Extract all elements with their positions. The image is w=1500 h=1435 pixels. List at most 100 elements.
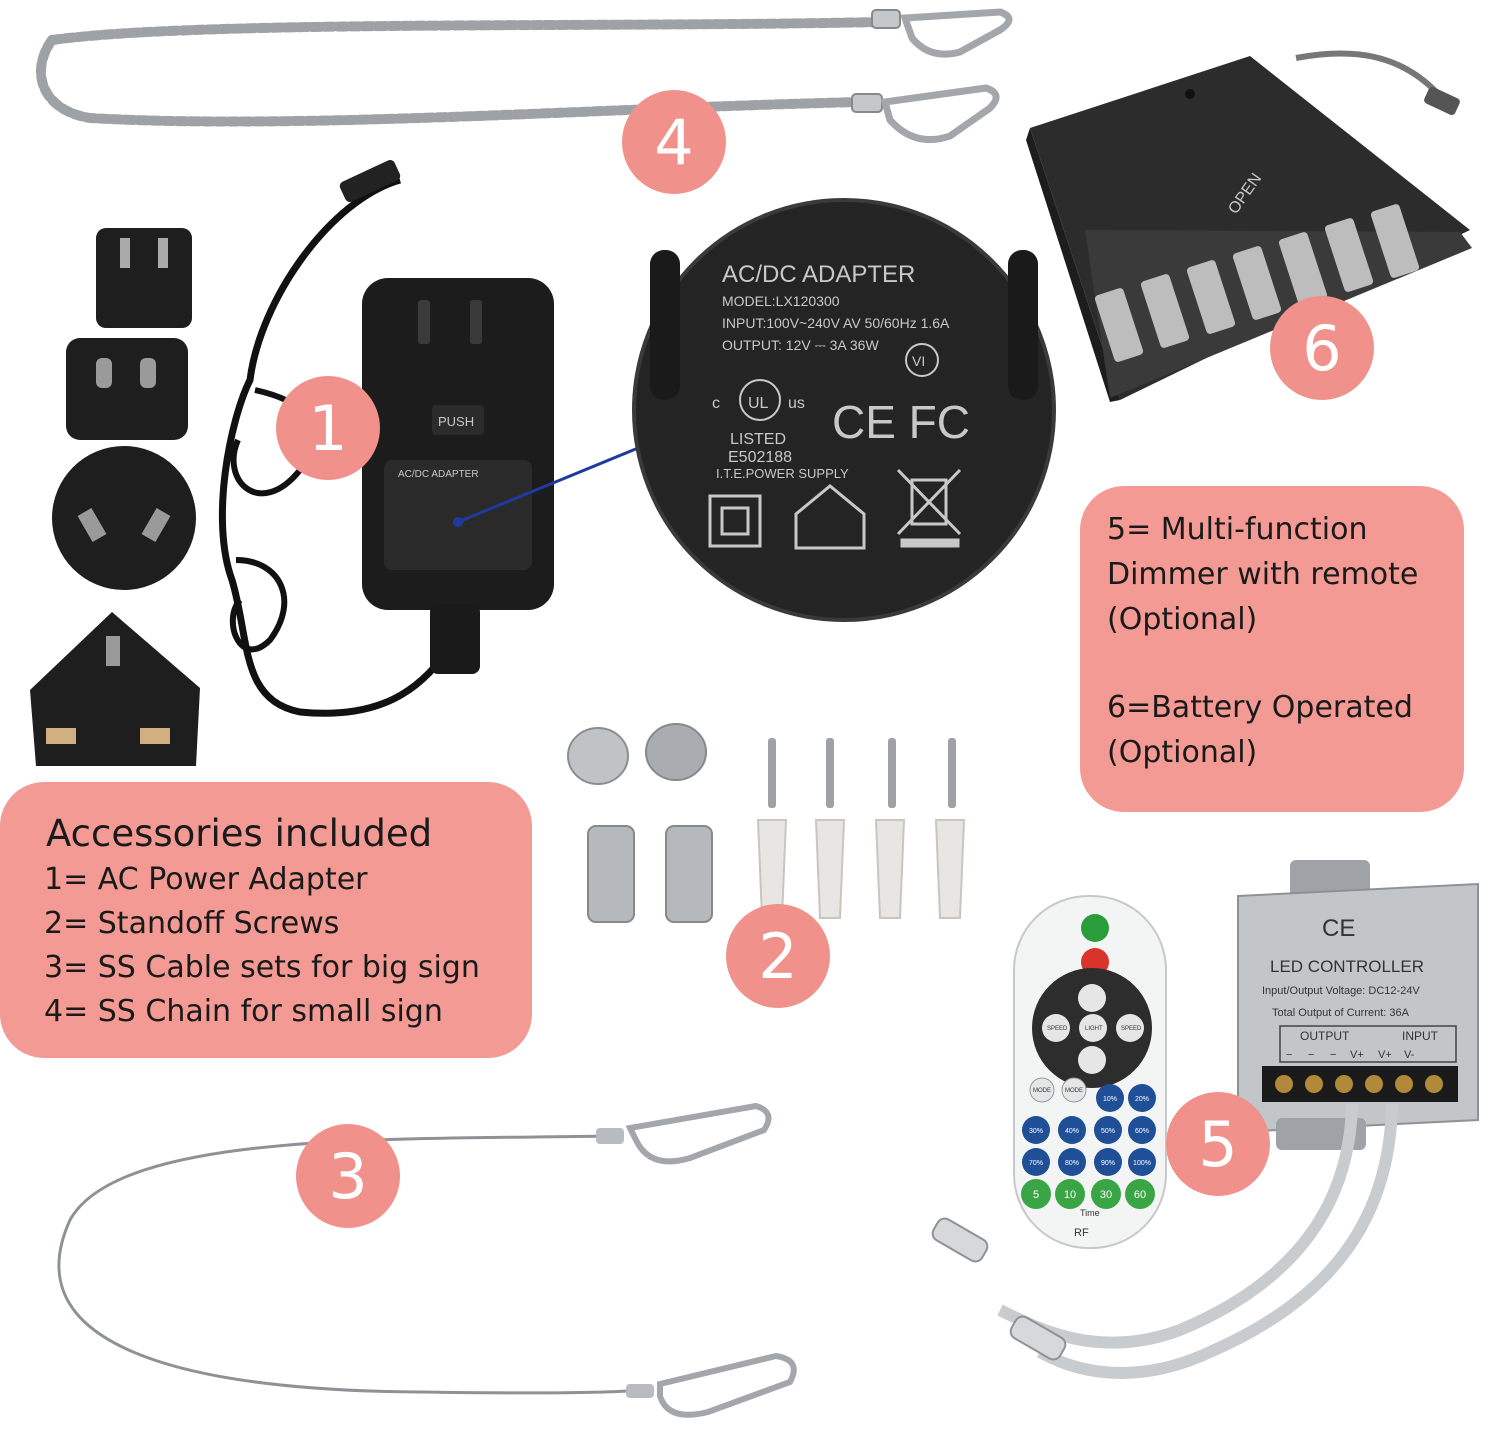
- percent-key-label: 50%: [1101, 1128, 1115, 1135]
- power-on-icon: [1081, 914, 1109, 942]
- terminal-label: V+: [1350, 1049, 1364, 1061]
- controller-voltage: Input/Output Voltage: DC12-24V: [1262, 985, 1420, 997]
- optional-line: (Optional): [1107, 735, 1258, 770]
- light-label: LIGHT: [1085, 1026, 1103, 1032]
- percent-key-label: 100%: [1133, 1160, 1151, 1167]
- terminal-label: V-: [1404, 1049, 1415, 1061]
- accessories-box: [0, 782, 532, 1058]
- percent-key-label: 90%: [1101, 1160, 1115, 1167]
- percent-key-label: 10%: [1103, 1096, 1117, 1103]
- label-vi: VI: [912, 353, 925, 369]
- label-title: AC/DC ADAPTER: [722, 261, 915, 288]
- carabiner-bottom: [851, 84, 1000, 144]
- percent-key-label: 30%: [1029, 1128, 1043, 1135]
- percent-key: [1128, 1084, 1156, 1112]
- speed-plus-label: SPEED: [1121, 1026, 1142, 1032]
- timer-key-label: 5: [1033, 1189, 1039, 1201]
- percent-key-label: 60%: [1135, 1128, 1149, 1135]
- timer-key-label: 60: [1134, 1189, 1146, 1201]
- uk-plug: [30, 612, 200, 766]
- percent-key: [1022, 1116, 1050, 1144]
- optional-line: 6=Battery Operated: [1107, 690, 1413, 725]
- controller-current: Total Output of Current: 36A: [1272, 1007, 1410, 1019]
- label-ul: UL: [748, 395, 769, 412]
- weee-bin-icon: [896, 468, 962, 548]
- mode-minus-label: MODE: [1033, 1088, 1051, 1094]
- terminal-label: V+: [1378, 1049, 1392, 1061]
- controller-input-label: INPUT: [1402, 1029, 1439, 1043]
- percent-key-label: 80%: [1065, 1160, 1079, 1167]
- brightness-up-icon: [1078, 984, 1106, 1012]
- timer-key-label: 10: [1064, 1189, 1076, 1201]
- badge-5: 5: [1166, 1092, 1270, 1196]
- standoff-screws: [567, 723, 966, 923]
- magnifier-leader-line: [457, 446, 639, 524]
- terminal-label: −: [1286, 1049, 1292, 1061]
- terminal-label: −: [1330, 1049, 1336, 1061]
- indoor-use-icon: [794, 484, 866, 550]
- adapter-small-label: AC/DC ADAPTER: [398, 469, 479, 480]
- percent-key: [1022, 1148, 1050, 1176]
- optional-line: Dimmer with remote: [1107, 557, 1419, 592]
- timer-key: [1055, 1179, 1085, 1209]
- rf-label: RF: [1074, 1227, 1089, 1239]
- ss-cable-set: [57, 1102, 797, 1418]
- optional-box: [1080, 486, 1464, 812]
- adapter-label-magnifier: AC/DC ADAPTER MODEL:LX120300 INPUT:100V~…: [632, 198, 1056, 622]
- label-output: OUTPUT: 12V ⎓ 3A 36W: [722, 337, 879, 353]
- ss-chain: [35, 8, 1013, 144]
- push-label: PUSH: [438, 414, 474, 429]
- time-label: Time: [1080, 1208, 1100, 1218]
- eu-plug: [66, 338, 188, 440]
- battery-box: OPEN: [1026, 50, 1472, 402]
- brightness-down-icon: [1078, 1046, 1106, 1074]
- percent-key-label: 70%: [1029, 1160, 1043, 1167]
- accessories-title: Accessories included: [46, 812, 433, 855]
- label-ite: I.T.E.POWER SUPPLY: [716, 466, 849, 481]
- badge-6: 6: [1270, 296, 1374, 400]
- timer-key: [1125, 1179, 1155, 1209]
- badge-2: 2: [726, 904, 830, 1008]
- accessory-item: 1= AC Power Adapter: [44, 862, 368, 897]
- us-plug: [96, 228, 192, 328]
- ac-adapter: PUSH AC/DC ADAPTER: [30, 159, 554, 766]
- speed-minus-label: SPEED: [1047, 1026, 1068, 1032]
- percent-key-label: 40%: [1065, 1128, 1079, 1135]
- timer-key-label: 30: [1100, 1189, 1112, 1201]
- percent-key: [1128, 1116, 1156, 1144]
- percent-key: [1094, 1148, 1122, 1176]
- optional-line: (Optional): [1107, 602, 1258, 637]
- terminal-label: −: [1308, 1049, 1314, 1061]
- optional-line: 5= Multi-function: [1107, 512, 1368, 547]
- double-insulation-icon: [708, 494, 762, 548]
- label-file-no: E502188: [728, 449, 792, 466]
- label-listed: LISTED: [730, 431, 786, 448]
- rf-remote: SPEED LIGHT SPEED MODE MODE 10% 20% 30% 40%…: [1013, 895, 1167, 1249]
- label-model: MODEL:LX120300: [722, 293, 840, 309]
- badge-4: 4: [622, 90, 726, 194]
- au-plug: [52, 446, 196, 590]
- percent-key: [1058, 1148, 1086, 1176]
- controller-title: LED CONTROLLER: [1270, 957, 1424, 976]
- percent-key-label: 20%: [1135, 1096, 1149, 1103]
- accessory-item: 4= SS Chain for small sign: [44, 994, 443, 1029]
- timer-key: [1021, 1179, 1051, 1209]
- percent-key: [1094, 1116, 1122, 1144]
- accessory-item: 3= SS Cable sets for big sign: [44, 950, 480, 985]
- controller-output-label: OUTPUT: [1300, 1029, 1350, 1043]
- controller-marks: CE: [1322, 915, 1355, 942]
- badge-3: 3: [296, 1124, 400, 1228]
- carabiner-top: [871, 8, 1013, 58]
- percent-key: [1058, 1116, 1086, 1144]
- led-controller: CE LED CONTROLLER Input/Output Voltage: …: [931, 860, 1479, 1379]
- badge-1: 1: [276, 376, 380, 480]
- label-input: INPUT:100V~240V AV 50/60Hz 1.6A: [722, 315, 950, 331]
- percent-key: [1128, 1148, 1156, 1176]
- timer-key: [1091, 1179, 1121, 1209]
- accessory-item: 2= Standoff Screws: [44, 906, 340, 941]
- mode-plus-label: MODE: [1065, 1088, 1083, 1094]
- label-ce-fc: CE FC: [832, 396, 970, 448]
- label-c: c: [712, 395, 720, 412]
